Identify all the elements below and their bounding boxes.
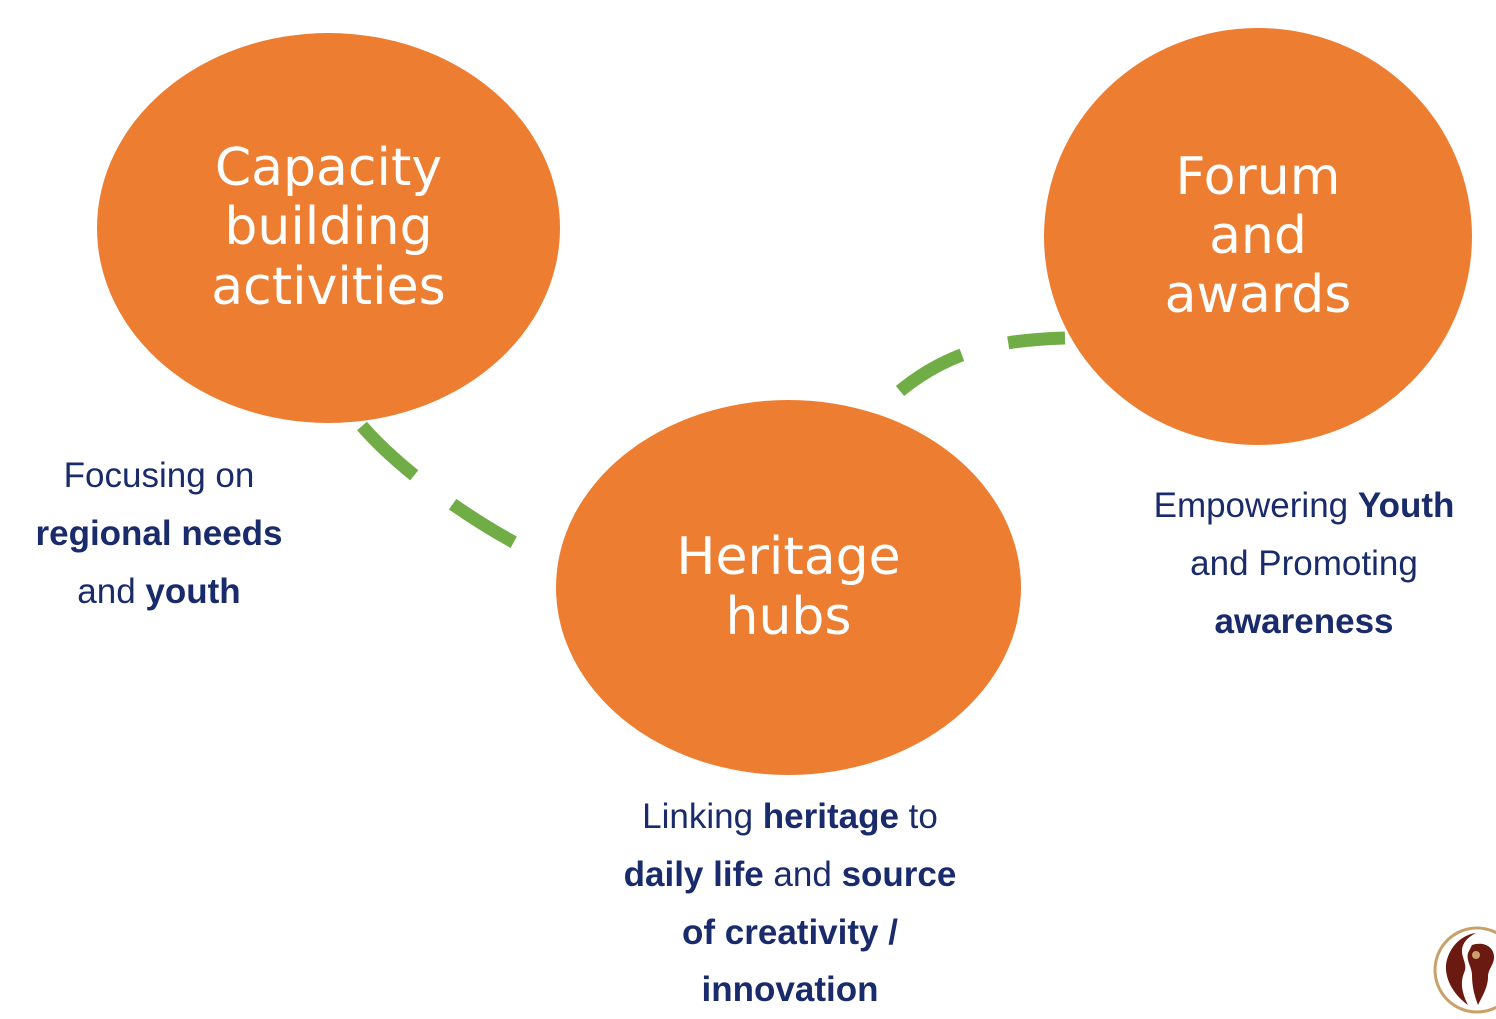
capacity-line-3: activities	[211, 256, 446, 317]
heritage-hubs-caption: Linking heritage to daily life and sourc…	[580, 788, 1000, 1019]
africa-map-logo-icon	[1433, 926, 1496, 1014]
heritage-line-2: hubs	[725, 586, 852, 647]
capacity-line-2: building	[224, 197, 433, 258]
connector-heritage-to-forum	[895, 331, 1066, 397]
caption-forum-row-1: Empowering Youth	[1153, 486, 1455, 525]
forum-line-1: Forum	[1175, 146, 1341, 207]
connector-capacity-to-heritage	[357, 421, 559, 569]
capacity-building-caption: Focusing on regional needs and youth	[0, 447, 318, 620]
caption-heritage-row-3: of creativity /	[682, 912, 898, 952]
forum-line-3: awards	[1164, 265, 1352, 326]
caption-capacity-row-1: Focusing on	[63, 456, 255, 495]
forum-and-awards-caption: Empowering Youth and Promoting awareness	[1105, 477, 1496, 650]
caption-forum-row-3: awareness	[1214, 601, 1394, 641]
caption-forum-row-2: and Promoting	[1190, 543, 1418, 583]
caption-heritage-row-1: Linking heritage to	[642, 797, 938, 836]
capacity-line-1: Capacity	[214, 138, 443, 199]
forum-and-awards-label: Forum and awards	[1164, 146, 1352, 326]
capacity-building-label: Capacity building activities	[211, 138, 446, 317]
forum-and-awards-node: Forum and awards	[1044, 28, 1472, 445]
caption-capacity-row-3: and youth	[77, 571, 241, 611]
heritage-hubs-label: Heritage hubs	[676, 527, 901, 647]
heritage-hubs-node: Heritage hubs	[556, 400, 1021, 775]
caption-capacity-row-2: regional needs	[35, 513, 283, 553]
forum-line-2: and	[1209, 205, 1307, 266]
capacity-building-node: Capacity building activities	[97, 33, 560, 423]
caption-heritage-row-2: daily life and source	[623, 854, 957, 894]
caption-heritage-row-4: innovation	[701, 970, 879, 1010]
heritage-line-1: Heritage	[676, 527, 901, 588]
